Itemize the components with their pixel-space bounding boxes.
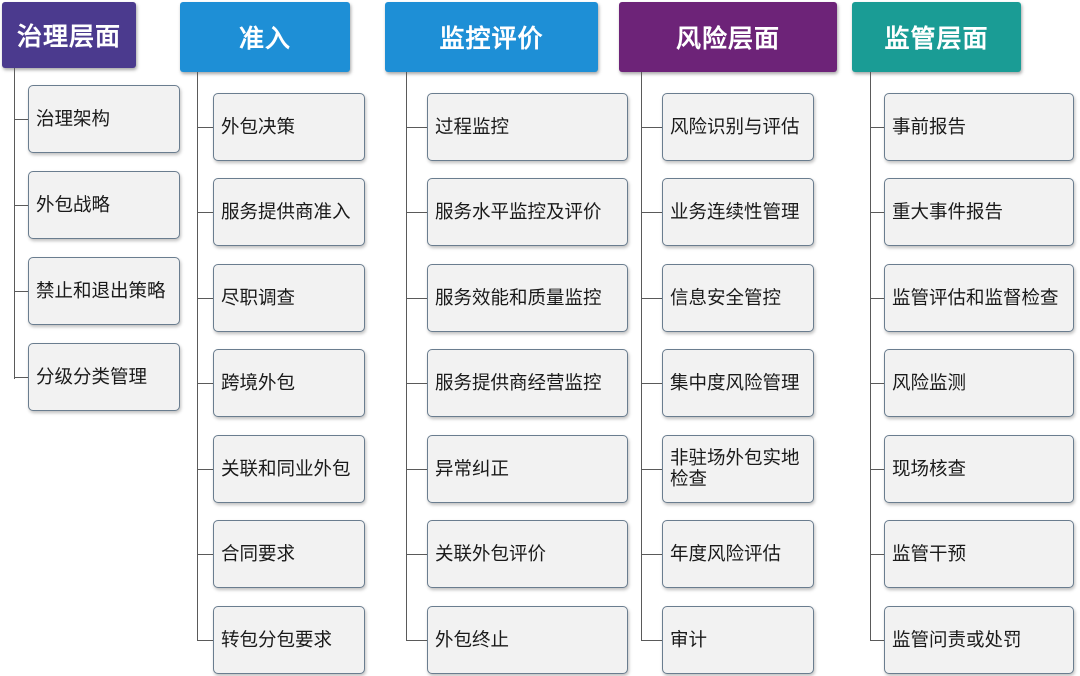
header-monitoring: 监控评价 xyxy=(385,2,598,72)
connector-branch xyxy=(406,127,427,128)
connector-branch xyxy=(197,127,213,128)
item-regulatory-assessment: 监管评估和监督检查 xyxy=(884,264,1074,332)
header-regulatory: 监管层面 xyxy=(852,2,1021,72)
item-provider-admission: 服务提供商准入 xyxy=(213,178,365,246)
connector-branch xyxy=(641,212,662,213)
item-contract-requirements: 合同要求 xyxy=(213,520,365,588)
connector-trunk xyxy=(870,72,871,641)
item-risk-monitoring: 风险监测 xyxy=(884,349,1074,417)
connector-branch xyxy=(641,469,662,470)
item-exception-correction: 异常纠正 xyxy=(427,435,628,503)
item-prohibition-exit-policy: 禁止和退出策略 xyxy=(28,257,180,325)
item-offsite-inspection: 非驻场外包实地检查 xyxy=(662,435,814,503)
item-subcontracting: 转包分包要求 xyxy=(213,606,365,674)
item-information-security: 信息安全管控 xyxy=(662,264,814,332)
connector-branch xyxy=(641,554,662,555)
connector-branch xyxy=(870,383,884,384)
connector-trunk xyxy=(641,72,642,641)
connector-branch xyxy=(406,640,427,641)
item-efficiency-quality: 服务效能和质量监控 xyxy=(427,264,628,332)
connector-trunk xyxy=(197,72,198,641)
item-major-event-report: 重大事件报告 xyxy=(884,178,1074,246)
item-outsourcing-termination: 外包终止 xyxy=(427,606,628,674)
item-annual-risk-assessment: 年度风险评估 xyxy=(662,520,814,588)
connector-branch xyxy=(406,383,427,384)
connector-branch xyxy=(641,383,662,384)
item-provider-operations: 服务提供商经营监控 xyxy=(427,349,628,417)
connector-branch xyxy=(197,383,213,384)
connector-branch xyxy=(870,469,884,470)
item-related-evaluation: 关联外包评价 xyxy=(427,520,628,588)
connector-trunk xyxy=(14,68,15,379)
item-risk-identification: 风险识别与评估 xyxy=(662,93,814,161)
item-outsourcing-strategy: 外包战略 xyxy=(28,171,180,239)
connector-branch xyxy=(14,205,28,206)
connector-branch xyxy=(197,554,213,555)
item-regulatory-intervention: 监管干预 xyxy=(884,520,1074,588)
header-access: 准入 xyxy=(180,2,350,72)
item-tiered-classification: 分级分类管理 xyxy=(28,343,180,411)
item-business-continuity: 业务连续性管理 xyxy=(662,178,814,246)
connector-branch xyxy=(870,127,884,128)
item-onsite-verification: 现场核查 xyxy=(884,435,1074,503)
item-accountability-penalty: 监管问责或处罚 xyxy=(884,606,1074,674)
item-cross-border: 跨境外包 xyxy=(213,349,365,417)
item-advance-report: 事前报告 xyxy=(884,93,1074,161)
item-governance-structure: 治理架构 xyxy=(28,85,180,153)
connector-branch xyxy=(641,640,662,641)
connector-branch xyxy=(870,554,884,555)
connector-branch xyxy=(406,469,427,470)
connector-trunk xyxy=(406,72,407,641)
item-audit: 审计 xyxy=(662,606,814,674)
connector-branch xyxy=(641,127,662,128)
connector-branch xyxy=(14,291,28,292)
connector-branch xyxy=(870,640,884,641)
connector-branch xyxy=(406,554,427,555)
item-outsourcing-decision: 外包决策 xyxy=(213,93,365,161)
connector-branch xyxy=(406,212,427,213)
connector-branch xyxy=(641,298,662,299)
connector-branch xyxy=(14,119,28,120)
item-process-monitoring: 过程监控 xyxy=(427,93,628,161)
connector-branch xyxy=(14,377,28,378)
connector-branch xyxy=(406,298,427,299)
connector-branch xyxy=(197,640,213,641)
item-due-diligence: 尽职调查 xyxy=(213,264,365,332)
header-risk: 风险层面 xyxy=(619,2,837,72)
connector-branch xyxy=(197,298,213,299)
connector-branch xyxy=(197,212,213,213)
header-governance: 治理层面 xyxy=(2,2,136,68)
item-service-level: 服务水平监控及评价 xyxy=(427,178,628,246)
connector-branch xyxy=(870,212,884,213)
connector-branch xyxy=(197,469,213,470)
item-related-peer: 关联和同业外包 xyxy=(213,435,365,503)
item-concentration-risk: 集中度风险管理 xyxy=(662,349,814,417)
connector-branch xyxy=(870,298,884,299)
